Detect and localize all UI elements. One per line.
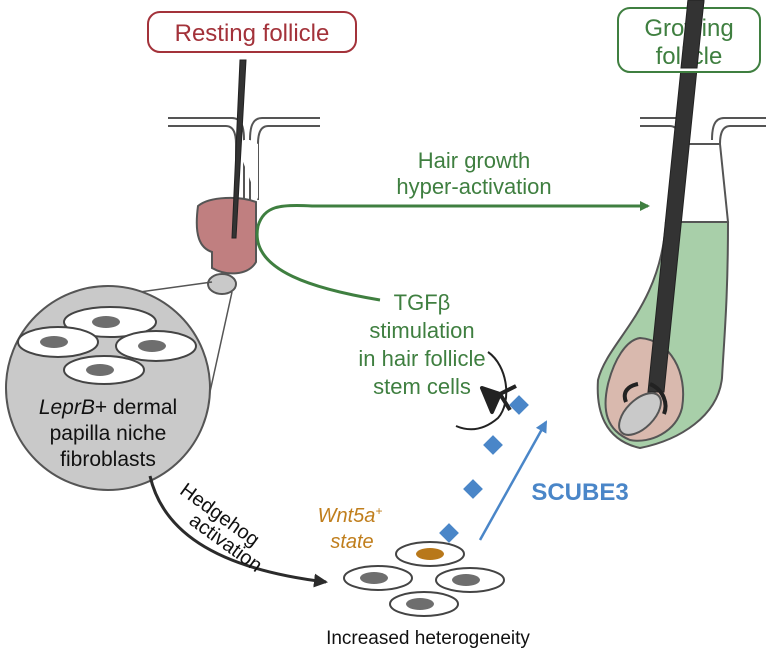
niche-cell bbox=[17, 326, 99, 358]
membrane-arc bbox=[455, 351, 508, 431]
hair-growth-text-1: Hair growth bbox=[418, 148, 530, 173]
resting-skin-line-right bbox=[249, 117, 320, 200]
tgf-text-2: stimulation bbox=[369, 318, 474, 343]
wnt5a-cell bbox=[395, 541, 465, 567]
resting-follicle-text: Resting follicle bbox=[175, 20, 330, 47]
fibroblast-cell bbox=[435, 567, 505, 593]
leprb-label-line3: fibroblasts bbox=[60, 448, 156, 471]
tgf-text-4: stem cells bbox=[373, 374, 471, 399]
heterogeneity-text: Increased heterogeneity bbox=[326, 628, 530, 649]
growing-papilla-cap bbox=[649, 382, 668, 415]
growing-follicle bbox=[596, 0, 766, 450]
scube3-text: SCUBE3 bbox=[531, 479, 628, 506]
hedgehog-arrow bbox=[148, 475, 328, 588]
leprb-label-line2: papilla niche bbox=[50, 422, 167, 445]
growing-dermal-papilla bbox=[618, 392, 662, 436]
leprb-label-line1: LeprB+ dermal bbox=[39, 396, 177, 419]
tgf-text-1: TGFβ bbox=[394, 290, 451, 315]
leprb-niche-circle: LeprB+ dermal papilla niche fibroblasts bbox=[5, 285, 211, 491]
growing-skin-line-right-inner bbox=[719, 125, 766, 145]
growing-papilla-cap-left bbox=[622, 382, 639, 403]
growing-hair-shaft-overlay bbox=[680, 0, 705, 69]
resting-skin-line-inner bbox=[168, 125, 237, 200]
hair-growth-text-2: hyper-activation bbox=[396, 174, 551, 199]
growing-hair-shaft bbox=[647, 0, 705, 393]
scube3-diamond bbox=[439, 523, 459, 543]
resting-follicle-sheath bbox=[236, 140, 258, 200]
resting-follicle bbox=[168, 59, 320, 295]
niche-cell bbox=[63, 355, 145, 385]
scube3-arrow bbox=[478, 420, 548, 541]
receptor-icon bbox=[480, 384, 517, 414]
wnt-text-1: Wnt5a+ bbox=[318, 504, 383, 527]
scube3-diamond bbox=[463, 479, 483, 499]
resting-club bbox=[195, 196, 257, 275]
fibroblast-cell bbox=[389, 591, 459, 617]
resting-follicle-label: Resting follicle bbox=[147, 11, 357, 53]
growing-skin-line-right bbox=[711, 117, 766, 141]
resting-hair-shaft bbox=[231, 59, 247, 239]
heterogeneity-cells bbox=[343, 541, 505, 617]
wnt-text-2: state bbox=[330, 531, 373, 553]
tgf-text-3: in hair follicle bbox=[358, 346, 485, 371]
resting-skin-line-right-inner bbox=[257, 125, 320, 200]
scube3-diamond bbox=[483, 435, 503, 455]
scube3-diamonds bbox=[439, 395, 529, 543]
resting-dermal-papilla bbox=[207, 273, 237, 295]
niche-cell bbox=[63, 306, 157, 338]
scube3-diamond bbox=[509, 395, 529, 415]
hair-growth-arrow bbox=[255, 201, 650, 302]
fibroblast-cell bbox=[343, 565, 413, 591]
niche-cell bbox=[115, 330, 197, 362]
